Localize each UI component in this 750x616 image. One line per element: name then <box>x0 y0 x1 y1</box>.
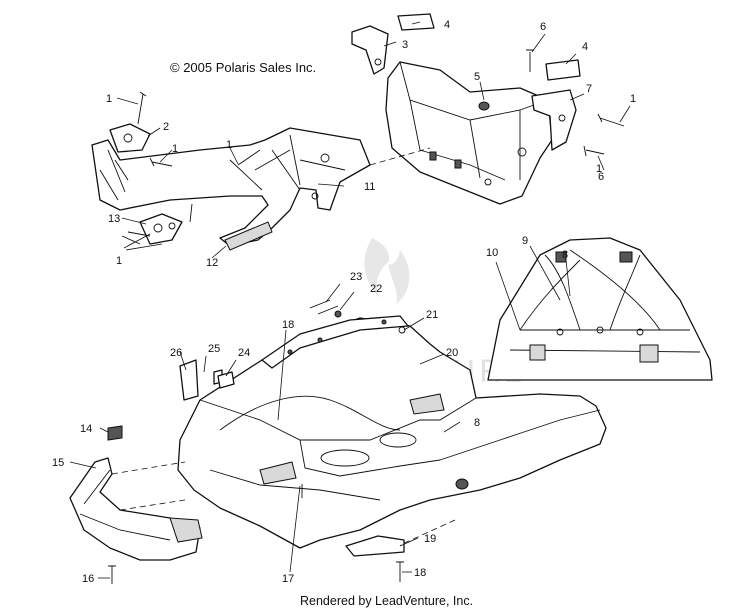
callout-1: 1 <box>226 139 232 151</box>
callout-5: 5 <box>474 71 480 83</box>
callout-21: 21 <box>426 309 438 321</box>
callout-4: 4 <box>582 41 588 53</box>
callout-7: 7 <box>586 83 592 95</box>
callout-15: 15 <box>52 457 64 469</box>
callout-8: 8 <box>562 249 568 261</box>
leader-lines <box>69 21 631 579</box>
callout-17: 17 <box>282 573 294 585</box>
callout-26: 26 <box>170 347 182 359</box>
belly-pan <box>177 315 607 549</box>
callout-23: 23 <box>350 271 362 283</box>
callout-14: 14 <box>80 423 92 435</box>
callout-1: 1 <box>116 255 122 267</box>
callout-11: 11 <box>364 181 375 193</box>
callout-2: 2 <box>163 121 169 133</box>
callout-1: 1 <box>172 143 178 155</box>
copyright-notice: © 2005 Polaris Sales Inc. <box>170 60 317 75</box>
callout-10: 10 <box>486 247 498 259</box>
small-parts <box>179 299 406 582</box>
callout-19: 19 <box>424 533 436 545</box>
alignment-lines <box>111 147 456 546</box>
callout-4: 4 <box>444 19 450 31</box>
rear-frame-assembly <box>91 91 371 251</box>
callout-9: 9 <box>522 235 528 247</box>
callout-3: 3 <box>402 39 408 51</box>
front-bumper <box>69 425 203 584</box>
callout-1: 1 <box>596 163 602 175</box>
callout-18: 18 <box>282 319 294 331</box>
callout-24: 24 <box>238 347 250 359</box>
callout-18: 18 <box>414 567 426 579</box>
callout-1: 1 <box>630 93 636 105</box>
render-credit: Rendered by LeadVenture, Inc. <box>300 594 474 608</box>
callout-13: 13 <box>108 213 120 225</box>
callout-labels: 1 1 1 1 1 1 2 3 4 4 5 6 6 7 8 8 9 10 11 … <box>52 19 636 585</box>
callout-22: 22 <box>370 283 382 295</box>
callout-20: 20 <box>446 347 458 359</box>
callout-6: 6 <box>540 21 546 33</box>
bulkhead-assembly <box>351 13 625 205</box>
callout-12: 12 <box>206 257 218 269</box>
bottom-view-inset <box>487 237 713 381</box>
callout-16: 16 <box>82 573 94 585</box>
watermark-logo <box>364 238 410 304</box>
callout-1: 1 <box>106 93 112 105</box>
callout-25: 25 <box>208 343 220 355</box>
callout-8: 8 <box>474 417 480 429</box>
callout-6: 6 <box>598 171 604 183</box>
